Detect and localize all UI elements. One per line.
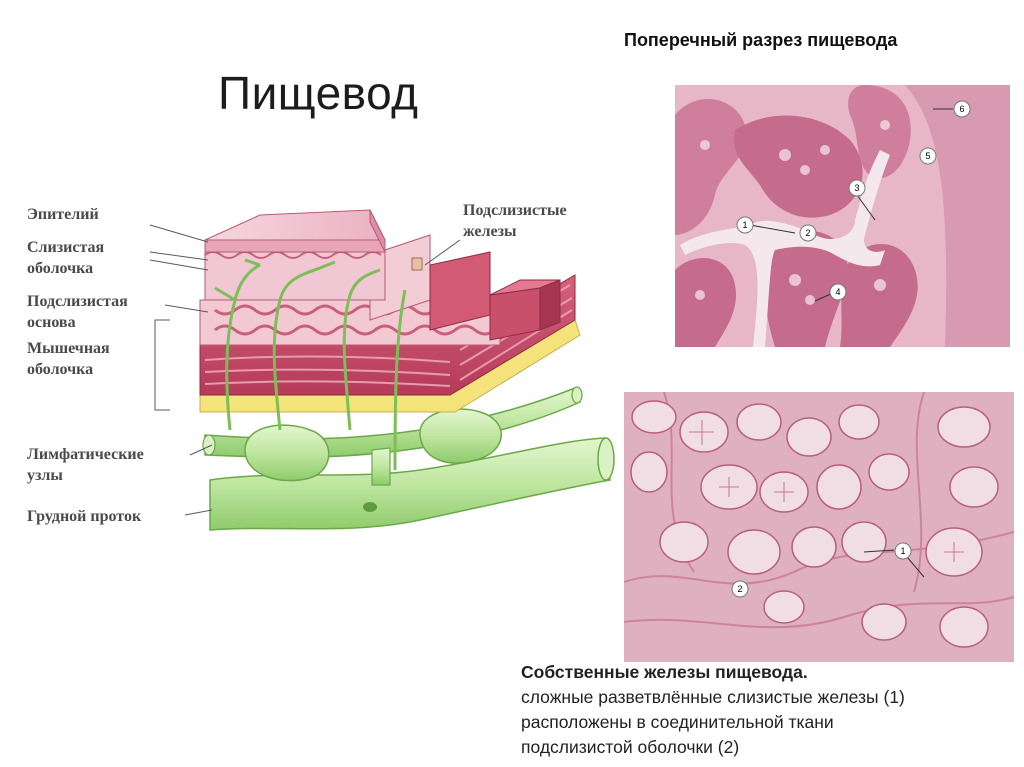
marker-3: 3 [854, 183, 859, 193]
thoracic-duct [209, 437, 615, 531]
marker-1: 1 [742, 220, 747, 230]
esophagus-wall-diagram [149, 209, 615, 531]
lymph-node-right [419, 408, 502, 464]
caption-line-2: сложные разветвлённые слизистые железы (… [521, 687, 905, 707]
marker-1: 1 [900, 546, 905, 556]
label-glands-line2: железы [463, 223, 517, 240]
marker-6: 6 [959, 104, 964, 114]
marker-2: 2 [737, 584, 742, 594]
label-leader-lines [149, 224, 461, 516]
label-submucosa-line1: Подслизистая [27, 293, 128, 310]
caption-line-3: расположены в соединительной ткани [521, 712, 834, 732]
label-muscular-line1: Мышечная [27, 340, 110, 357]
marker-5: 5 [925, 151, 930, 161]
label-mucosa-line2: оболочка [27, 260, 94, 277]
label-lymph-line2: узлы [27, 467, 63, 484]
caption-title: Собственные железы пищевода. [521, 662, 808, 682]
label-epithelium: Эпителий [27, 206, 99, 223]
micrograph-caption: Собственные железы пищевода. сложные раз… [521, 660, 905, 760]
mucosa-block [204, 239, 386, 301]
slide-title: Пищевод [218, 67, 419, 119]
lymphatic-branches [214, 258, 407, 471]
micrograph-glands: 1 2 [624, 392, 1014, 662]
label-thoracic-duct: Грудной проток [27, 508, 142, 525]
label-mucosa-line1: Слизистая [27, 239, 105, 256]
marker-group-bottom: 1 2 [731, 542, 925, 598]
marker-4: 4 [835, 287, 840, 297]
label-glands-line1: Подслизистые [463, 202, 567, 219]
label-muscular-line2: оболочка [27, 361, 94, 378]
marker-group-top: 1 2 3 4 5 6 [736, 100, 971, 302]
label-lymph-line1: Лимфатические [27, 446, 144, 463]
micrograph-heading: Поперечный разрез пищевода [624, 30, 898, 50]
micrograph-cross-section: 1 2 3 4 5 6 [675, 85, 1010, 347]
lymph-node-left [244, 424, 330, 482]
label-submucosa-line2: основа [27, 314, 76, 331]
caption-line-4: подслизистой оболочки (2) [521, 737, 740, 757]
epithelium-block [204, 209, 423, 271]
marker-2: 2 [805, 228, 810, 238]
